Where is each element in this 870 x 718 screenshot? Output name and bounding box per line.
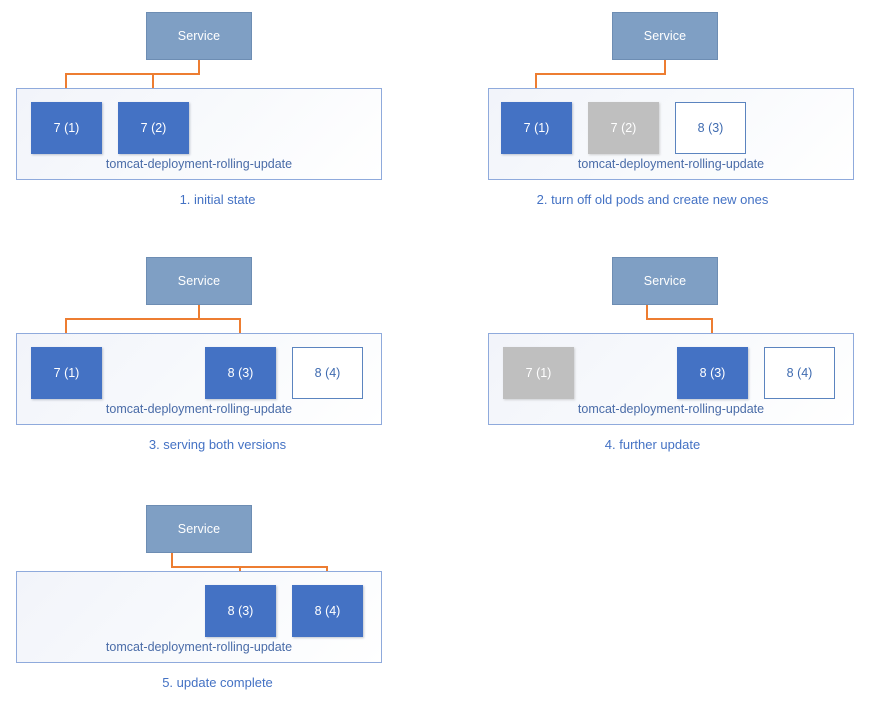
- pod-8-4[interactable]: 8 (4): [292, 585, 363, 637]
- panel-caption: 1. initial state: [179, 192, 256, 207]
- pod-7-2[interactable]: 7 (2): [118, 102, 189, 154]
- panel-caption: 4. further update: [604, 437, 701, 452]
- panel-caption: 2. turn off old pods and create new ones: [536, 192, 769, 207]
- panel-4: Service tomcat-deployment-rolling-update…: [435, 245, 870, 465]
- service-box[interactable]: Service: [146, 12, 252, 60]
- service-box[interactable]: Service: [146, 505, 252, 553]
- deployment-label: tomcat-deployment-rolling-update: [105, 402, 293, 416]
- service-box[interactable]: Service: [612, 257, 718, 305]
- pod-7-1[interactable]: 7 (1): [501, 102, 572, 154]
- pod-8-3[interactable]: 8 (3): [205, 347, 276, 399]
- panel-caption: 3. serving both versions: [148, 437, 287, 452]
- service-box[interactable]: Service: [146, 257, 252, 305]
- pod-7-1[interactable]: 7 (1): [503, 347, 574, 399]
- panel-1: Service tomcat-deployment-rolling-update…: [0, 0, 435, 220]
- deployment-label: tomcat-deployment-rolling-update: [577, 402, 765, 416]
- deployment-label: tomcat-deployment-rolling-update: [105, 157, 293, 171]
- pod-8-3[interactable]: 8 (3): [675, 102, 746, 154]
- deployment-label: tomcat-deployment-rolling-update: [577, 157, 765, 171]
- pod-7-1[interactable]: 7 (1): [31, 102, 102, 154]
- pod-8-3[interactable]: 8 (3): [205, 585, 276, 637]
- pod-8-4[interactable]: 8 (4): [764, 347, 835, 399]
- pod-8-3[interactable]: 8 (3): [677, 347, 748, 399]
- pod-7-1[interactable]: 7 (1): [31, 347, 102, 399]
- panel-2: Service tomcat-deployment-rolling-update…: [435, 0, 870, 220]
- panel-caption: 5. update complete: [162, 675, 273, 690]
- panel-3: Service tomcat-deployment-rolling-update…: [0, 245, 435, 465]
- deployment-label: tomcat-deployment-rolling-update: [105, 640, 293, 654]
- service-box[interactable]: Service: [612, 12, 718, 60]
- pod-7-2[interactable]: 7 (2): [588, 102, 659, 154]
- pod-8-4[interactable]: 8 (4): [292, 347, 363, 399]
- panel-5: Service tomcat-deployment-rolling-update…: [0, 490, 435, 718]
